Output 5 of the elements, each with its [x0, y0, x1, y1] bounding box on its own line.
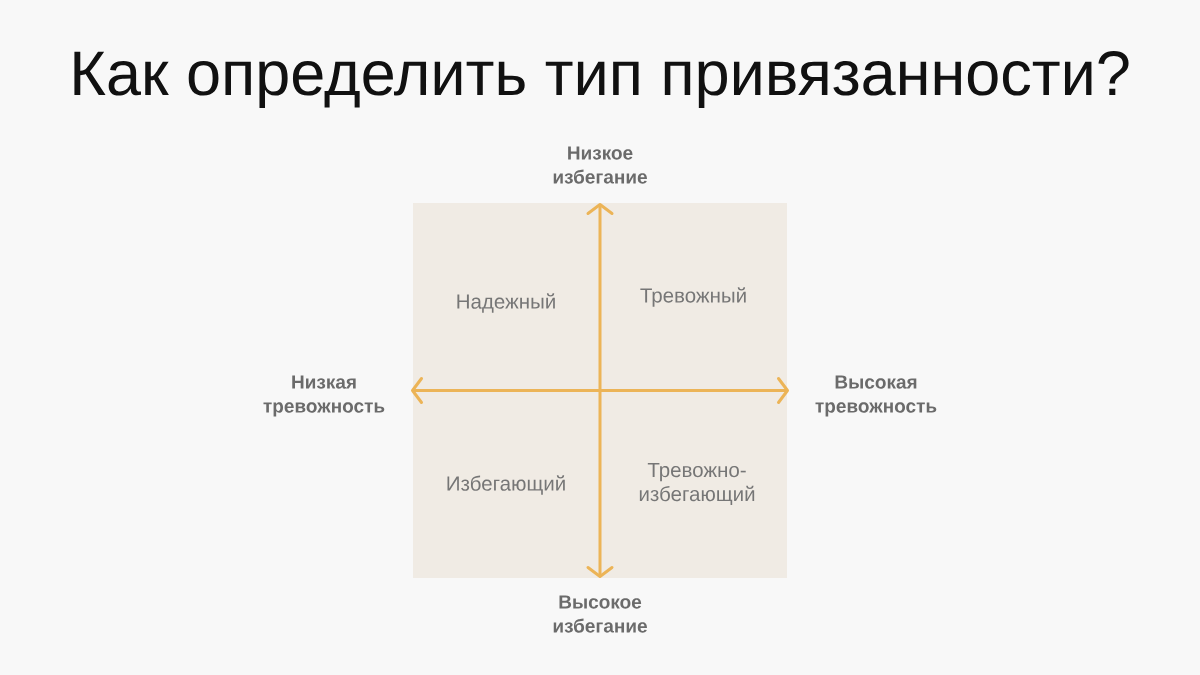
title: Как определить тип привязанности? [74, 51, 1129, 109]
quadrant-panel: Надежный Тревожный Избегающий Тревожно-избегающий [413, 203, 787, 578]
axis-label: Высокая тревожность [815, 375, 937, 417]
axis-label: Низкая тревожность [263, 375, 385, 417]
axis-label: Низкое избегание [553, 146, 647, 184]
